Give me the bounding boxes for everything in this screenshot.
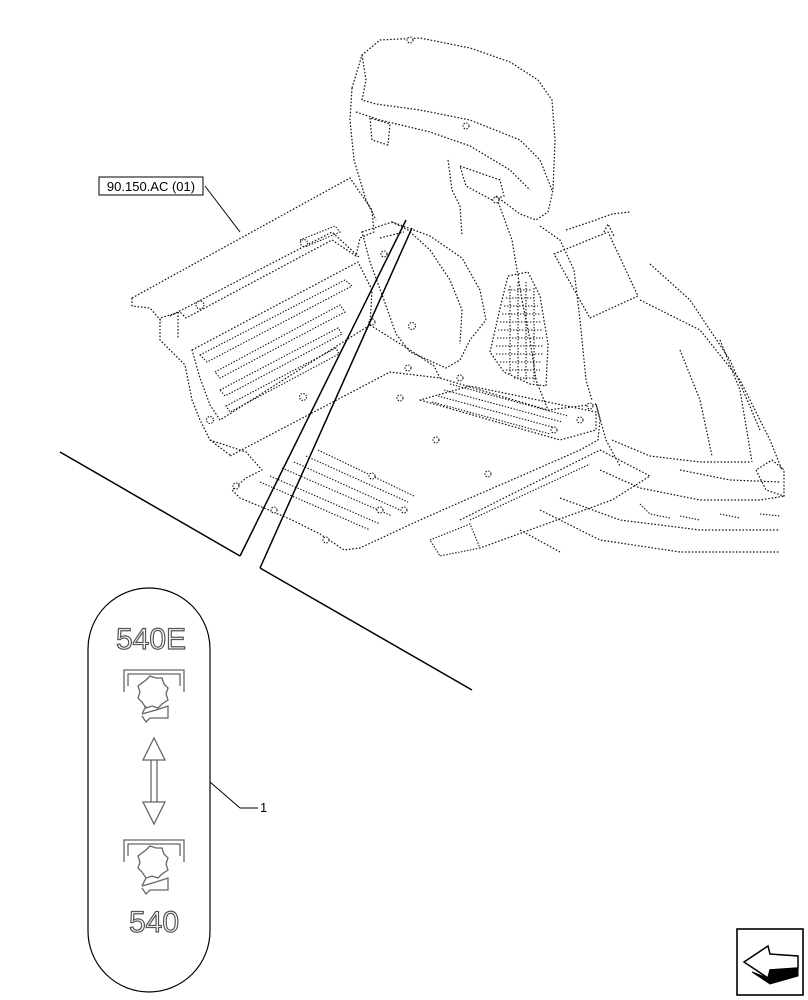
reference-label-text: 90.150.AC (01) [107,179,195,194]
previous-page-arrow-icon[interactable] [736,928,804,996]
double-arrow-up-down-icon [141,736,167,826]
reference-leader-line [204,185,241,233]
reference-label[interactable]: 90.150.AC (01) [98,176,204,196]
pto-decal: 540E 540 [87,587,211,993]
cab-interior-drawing [131,36,786,557]
pto-shaft-symbol-top-icon [123,669,185,724]
speaker-grille [496,282,544,382]
callout-number: 1 [260,800,267,815]
decal-outline [87,587,211,993]
callout-1[interactable]: 1 [209,781,267,815]
pto-shaft-symbol-bottom-icon [123,839,185,896]
decal-top-text: 540E [116,623,186,656]
decal-bottom-text: 540 [129,906,179,939]
section-lines [59,185,473,691]
